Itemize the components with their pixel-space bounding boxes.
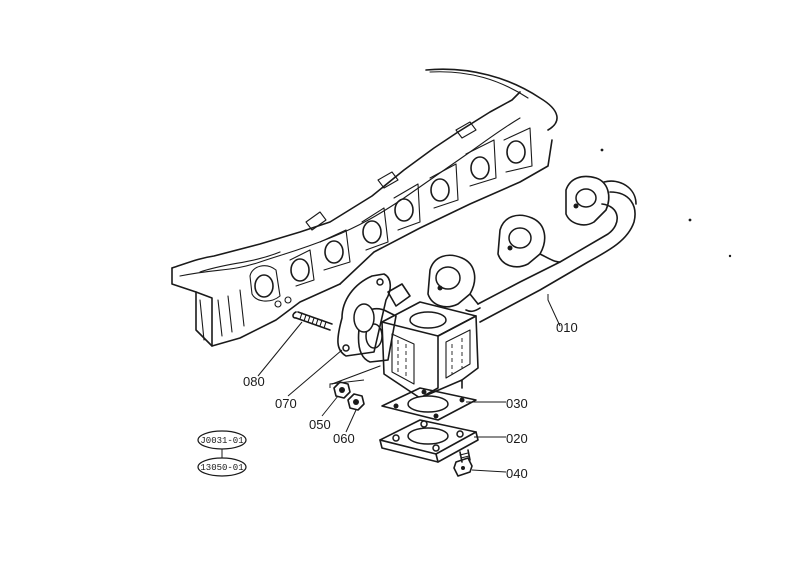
cylinder-head [171,68,732,347]
callouts: 010 030 020 040 050 060 070 080 [243,320,578,481]
leader-080 [257,321,303,377]
nut-050 [333,381,351,399]
callout-050: 050 [309,417,331,432]
outlet-stud-line [331,365,381,385]
exhaust-manifold [357,175,637,399]
leader-050 [321,395,339,417]
callout-080: 080 [243,374,265,389]
leader-060 [345,409,357,433]
ref-badge-bottom-label: 13050-01 [200,463,243,473]
nut-060 [347,393,365,411]
callout-020: 020 [506,431,528,446]
callout-030: 030 [506,396,528,411]
leader-040 [471,469,507,473]
gasket-030 [381,387,477,421]
leader-010 [547,294,561,327]
bolt-040 [453,449,473,477]
leader-lines [257,294,561,473]
callout-070: 070 [275,396,297,411]
callout-060: 060 [333,431,355,446]
leader-070 [287,349,343,397]
reference-badges: J0031-01 13050-01 [197,430,247,477]
leader-nuts [329,379,365,388]
callout-010: 010 [556,320,578,335]
gasket-070 [337,273,392,357]
flange-020 [379,419,479,463]
ref-badge-bottom [197,457,247,477]
ref-badge-top-label: J0031-01 [200,436,243,446]
callout-040: 040 [506,466,528,481]
stud-080 [292,311,333,331]
